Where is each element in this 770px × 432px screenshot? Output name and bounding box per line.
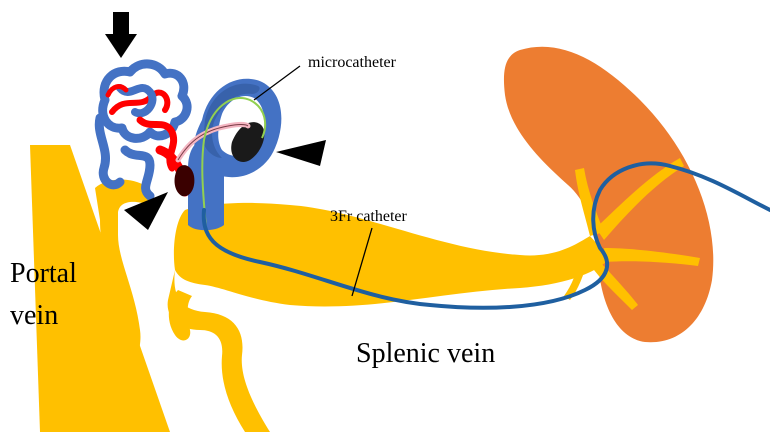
portal-vein-label-line1: Portal (10, 258, 77, 290)
black-down-arrow-icon (105, 12, 137, 58)
spleen (504, 47, 713, 343)
embolic-material-vein (175, 165, 195, 196)
black-triangle-arrowhead-icon (276, 140, 326, 166)
catheter-3fr-label: 3Fr catheter (330, 208, 407, 226)
splenic-vein-label: Splenic vein (356, 338, 495, 370)
gastric-varices (99, 64, 187, 196)
portal-vein-label-line2: vein (10, 300, 58, 332)
microcatheter-label: microcatheter (308, 54, 396, 72)
